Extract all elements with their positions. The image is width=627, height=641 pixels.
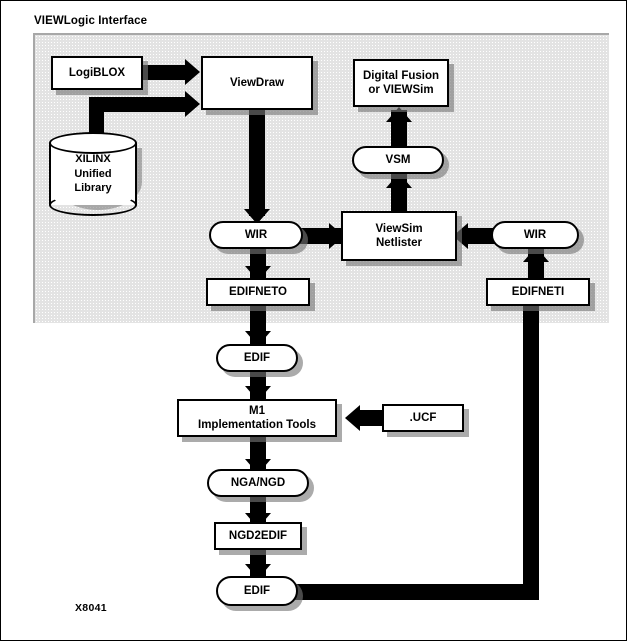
node-ngd2edif-label: NGD2EDIF (228, 529, 288, 542)
node-edif-middle[interactable]: EDIF (216, 344, 298, 372)
connector-return-vertical (523, 286, 539, 586)
node-wir-right[interactable]: WIR (491, 221, 579, 249)
node-logiblox[interactable]: LogiBLOX (51, 56, 143, 90)
node-nga-ngd-label: NGA/NGD (230, 476, 286, 489)
figure-id-label: X8041 (75, 602, 107, 614)
node-vsm[interactable]: VSM (352, 146, 444, 174)
node-edifneto[interactable]: EDIFNETO (206, 278, 310, 306)
node-wir-left-label: WIR (244, 228, 268, 241)
node-edif-bottom-label: EDIF (243, 584, 271, 597)
node-edif-middle-label: EDIF (243, 351, 271, 364)
arrowhead-ucf-to-m1 (345, 405, 360, 431)
node-viewsim-netlister[interactable]: ViewSim Netlister (341, 211, 457, 261)
connector-library-horizontal (89, 97, 191, 112)
node-ngd2edif[interactable]: NGD2EDIF (214, 522, 302, 550)
node-digital-fusion-or-viewsim[interactable]: Digital Fusion or VIEWSim (353, 59, 449, 107)
arrowhead-edifneto-to-edif (245, 331, 271, 346)
arrowhead-wir-to-edifneto (245, 266, 271, 281)
node-ucf[interactable]: .UCF (382, 404, 464, 432)
connector-logiblox-to-viewdraw (141, 65, 191, 80)
arrowhead-vsm-to-digital-fusion (386, 107, 412, 122)
arrowhead-library-to-viewdraw (185, 91, 200, 117)
node-viewdraw[interactable]: ViewDraw (201, 56, 313, 110)
node-m1-implementation-tools[interactable]: M1 Implementation Tools (177, 399, 337, 437)
cylinder-top-ellipse (49, 132, 137, 154)
node-xilinx-unified-library-label: XILINX Unified Library (74, 153, 112, 195)
arrowhead-logiblox-to-viewdraw (185, 59, 200, 85)
node-edif-bottom[interactable]: EDIF (216, 576, 298, 606)
arrowhead-edifneti-to-wir-right (523, 247, 549, 262)
figure-title: VIEWLogic Interface (34, 15, 148, 27)
node-wir-left[interactable]: WIR (209, 221, 303, 249)
node-xilinx-unified-library[interactable]: XILINX Unified Library (49, 132, 142, 216)
arrowhead-edif-to-m1 (245, 386, 271, 401)
connector-ucf-to-m1 (359, 410, 387, 426)
node-viewsim-netlister-label: ViewSim Netlister (375, 222, 423, 249)
node-ucf-label: .UCF (409, 411, 437, 424)
node-digital-fusion-or-viewsim-label: Digital Fusion or VIEWSim (362, 69, 440, 96)
arrowhead-netlister-to-vsm (386, 173, 412, 188)
cylinder-bottom-ellipse (49, 194, 137, 216)
node-logiblox-label: LogiBLOX (68, 66, 126, 79)
node-viewdraw-label: ViewDraw (229, 76, 285, 89)
node-m1-implementation-tools-label: M1 Implementation Tools (198, 404, 316, 431)
node-nga-ngd[interactable]: NGA/NGD (207, 469, 309, 497)
connector-viewdraw-to-wir (249, 109, 265, 216)
node-wir-right-label: WIR (523, 228, 547, 241)
node-edifneti[interactable]: EDIFNETI (486, 278, 590, 306)
node-edifneti-label: EDIFNETI (511, 285, 565, 298)
node-edifneto-label: EDIFNETO (229, 285, 287, 298)
arrowhead-wir-to-netlister (329, 223, 344, 249)
connector-return-horizontal (291, 584, 539, 600)
node-vsm-label: VSM (385, 153, 411, 166)
